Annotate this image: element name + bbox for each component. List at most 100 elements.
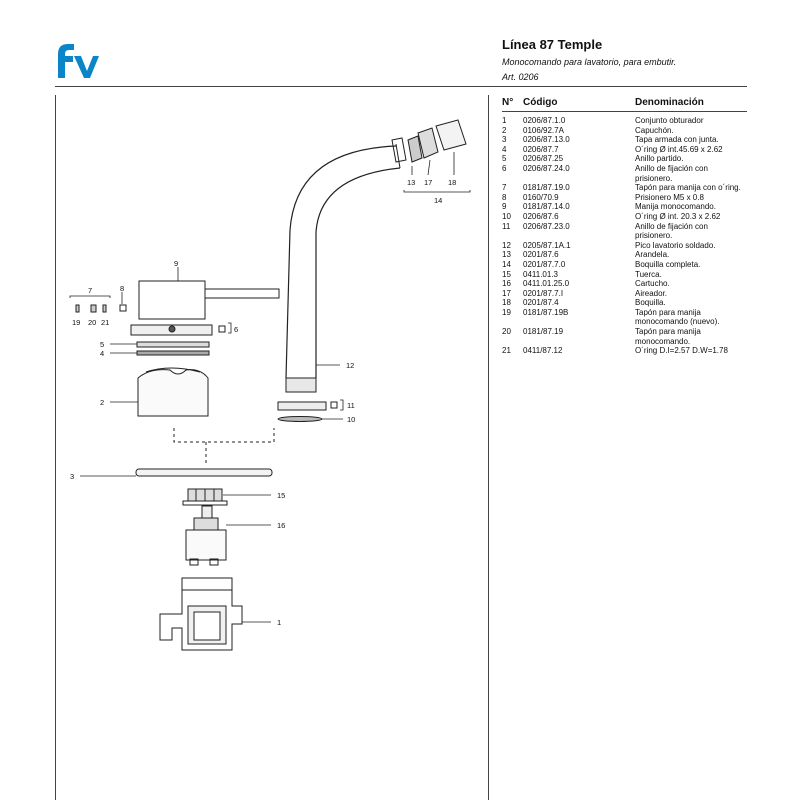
part-code: 0201/87.7.0 xyxy=(523,259,566,269)
cap-part-2 xyxy=(137,369,209,417)
cover-plate-part-3 xyxy=(135,468,273,477)
part-name: Pico lavatorio soldado. xyxy=(635,240,716,250)
col-name-header: Denominación xyxy=(635,97,704,108)
callout-2: 2 xyxy=(100,398,104,407)
part-number: 19 xyxy=(502,307,511,317)
part-number: 3 xyxy=(502,135,507,145)
part-code: 0411.01.3 xyxy=(523,269,558,279)
part-number: 17 xyxy=(502,288,511,298)
part-number: 20 xyxy=(502,327,511,337)
part-name: Tapa armada con junta. xyxy=(635,135,719,145)
oring-part-10 xyxy=(277,416,323,422)
table-row: 9 0181/87.14.0 Manija monocomando. xyxy=(502,202,747,212)
part-code: 0411.01.25.0 xyxy=(523,279,570,289)
cartridge-part-16 xyxy=(185,505,227,566)
part-name: O´ring D.I=2.57 D.W=1.78 xyxy=(635,346,728,356)
part-code: 0201/87.6 xyxy=(523,250,559,260)
callout-11: 11 xyxy=(347,401,355,410)
callout-4: 4 xyxy=(100,349,104,358)
part-name: Arandela. xyxy=(635,250,670,260)
part-number: 10 xyxy=(502,211,511,221)
part-name: Tapón para manija con o´ring. xyxy=(635,183,741,193)
part-number: 8 xyxy=(502,192,507,202)
col-code-header: Código xyxy=(523,97,558,108)
part-code: 0201/87.7.I xyxy=(523,288,564,298)
callout-5: 5 xyxy=(100,340,104,349)
part-code: 0206/87.24.0 xyxy=(523,163,570,173)
part-code: 0181/87.19.0 xyxy=(523,183,570,193)
callout-19: 19 xyxy=(72,318,80,327)
callout-15: 15 xyxy=(277,491,285,500)
spout-part-12 xyxy=(285,119,467,393)
callout-1: 1 xyxy=(277,618,281,627)
part-code: 0206/87.6 xyxy=(523,211,559,221)
drawing-frame xyxy=(55,95,489,800)
callout-labels: 9 7 8 19 20 21 6 5 4 2 3 15 16 1 12 11 1… xyxy=(70,178,456,627)
part-name: Aireador. xyxy=(635,288,668,298)
part-code: 0411/87.12 xyxy=(523,346,563,356)
table-row: 7 0181/87.19.0 Tapón para manija con o´rin… xyxy=(502,183,747,193)
callout-13: 13 xyxy=(407,178,415,187)
callout-16: 16 xyxy=(277,521,285,530)
oring-part-4 xyxy=(136,350,210,356)
part-code: 0206/87.13.0 xyxy=(523,135,570,145)
part-number: 5 xyxy=(502,154,507,164)
document-title: Línea 87 Temple xyxy=(502,37,603,52)
handle-part-9 xyxy=(138,280,280,320)
part-number: 11 xyxy=(502,221,511,231)
col-number-header: N° xyxy=(502,97,514,108)
part-name: Capuchón. xyxy=(635,125,674,135)
screw-part-8 xyxy=(119,304,127,312)
part-code: 0106/92.7A xyxy=(523,125,564,135)
part-name: O´ring Ø int. 20.3 x 2.62 xyxy=(635,211,721,221)
part-number: 4 xyxy=(502,144,507,154)
part-code: 0160/70.9 xyxy=(523,192,559,202)
callout-14: 14 xyxy=(434,196,442,205)
part-name: O´ring Ø int.45.69 x 2.62 xyxy=(635,144,723,154)
table-row: 19 0181/87.19B Tapón para manija monocoman… xyxy=(502,308,747,327)
callout-12: 12 xyxy=(346,361,354,370)
table-row: 10 0206/87.6 O´ring Ø int. 20.3 x 2.62 xyxy=(502,212,747,222)
part-number: 9 xyxy=(502,202,507,212)
part-number: 2 xyxy=(502,125,507,135)
part-number: 7 xyxy=(502,183,507,193)
part-code: 0181/87.19 xyxy=(523,327,564,337)
callout-17: 17 xyxy=(424,178,432,187)
part-name: Tapón para manija monocomando (nuevo). xyxy=(635,307,720,327)
part-number: 16 xyxy=(502,279,511,289)
part-name: Anillo de fijación con prisionero. xyxy=(635,221,708,241)
part-code: 0181/87.19B xyxy=(523,307,569,317)
part-code: 0206/87.25 xyxy=(523,154,564,164)
part-code: 0181/87.14.0 xyxy=(523,202,570,212)
part-number: 21 xyxy=(502,346,511,356)
part-number: 1 xyxy=(502,116,507,125)
callout-3: 3 xyxy=(70,472,74,481)
table-header-divider xyxy=(502,111,747,112)
callout-7: 7 xyxy=(88,286,92,295)
part-code: 0206/87.1.0 xyxy=(523,116,566,125)
table-row: 11 0206/87.23.0 Anillo de fijación con pri… xyxy=(502,222,747,241)
table-row: 17 0201/87.7.I Aireador. xyxy=(502,289,747,299)
part-name: Prisionero M5 x 0.8 xyxy=(635,192,704,202)
nut-part-15 xyxy=(182,488,228,506)
part-code: 0206/87.23.0 xyxy=(523,221,570,231)
callout-18: 18 xyxy=(448,178,456,187)
callout-20: 20 xyxy=(88,318,96,327)
document-subtitle: Monocomando para lavatorio, para embutir… xyxy=(502,57,677,67)
table-row: 2 0106/92.7A Capuchón. xyxy=(502,126,747,136)
part-number: 13 xyxy=(502,250,511,260)
part-name: Boquilla. xyxy=(635,298,666,308)
callout-6: 6 xyxy=(234,325,238,334)
part-name: Boquilla completa. xyxy=(635,259,701,269)
part-name: Manija monocomando. xyxy=(635,202,716,212)
